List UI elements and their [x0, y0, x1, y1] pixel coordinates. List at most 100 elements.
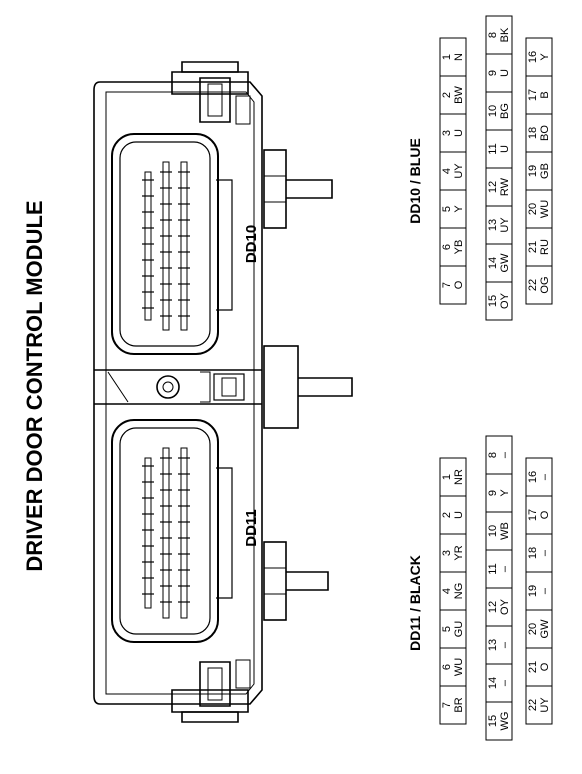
pin-color: Y	[539, 53, 551, 61]
pin-cell	[525, 75, 553, 115]
dd10-pin-marks	[142, 171, 190, 317]
pin-cell	[525, 457, 553, 497]
pin-number: 14	[487, 257, 499, 269]
pin-color: NR	[453, 469, 465, 485]
pin-number: 5	[441, 206, 453, 212]
dd11-pin-14: 14–	[485, 663, 513, 703]
pin-color: RU	[539, 239, 551, 255]
pin-number: 11	[487, 563, 499, 574]
pin-number: 2	[441, 92, 453, 98]
main-title: DRIVER DOOR CONTROL MODULE	[22, 200, 47, 571]
module-drawing	[93, 61, 353, 723]
pin-color: WG	[499, 712, 511, 731]
pin-number: 12	[487, 181, 499, 193]
pin-cell	[439, 647, 467, 687]
mounting-studs	[263, 149, 353, 621]
middle-latch	[94, 369, 262, 405]
pin-number: 4	[441, 168, 453, 174]
pin-number: 3	[441, 130, 453, 136]
dd11-connector	[111, 419, 233, 643]
dd11-pin-11: 11–	[485, 549, 513, 589]
pin-number: 16	[527, 51, 539, 63]
pin-color: U	[453, 129, 465, 137]
pin-number: 13	[487, 639, 499, 651]
pin-number: 10	[487, 105, 499, 117]
pin-color: –	[499, 679, 511, 686]
pin-color: –	[499, 565, 511, 572]
pin-cell	[485, 435, 513, 475]
pin-cell	[485, 281, 513, 321]
pin-number: 17	[527, 89, 539, 101]
pin-color: NG	[453, 583, 465, 600]
pin-color: –	[499, 451, 511, 458]
pin-cell	[485, 205, 513, 245]
pin-color: Y	[499, 489, 511, 497]
pin-number: 3	[441, 550, 453, 556]
pin-number: 21	[527, 661, 539, 673]
pin-cell	[485, 129, 513, 169]
pin-number: 18	[527, 127, 539, 139]
pin-cell	[525, 227, 553, 267]
pin-number: 13	[487, 219, 499, 231]
dd10-title: DD10 / BLUE	[407, 138, 423, 224]
pin-cell	[485, 587, 513, 627]
pin-color: N	[453, 53, 465, 61]
pin-number: 8	[487, 452, 499, 458]
pin-number: 19	[527, 165, 539, 177]
pin-number: 20	[527, 623, 539, 635]
dd11-title: DD11 / BLACK	[407, 555, 423, 651]
pin-cell	[485, 53, 513, 93]
pin-color: OY	[499, 598, 511, 615]
pin-number: 14	[487, 677, 499, 689]
pin-cell	[439, 457, 467, 497]
pin-color: BW	[453, 86, 465, 104]
pin-cell	[525, 685, 553, 725]
dd11-pin-marks	[142, 457, 190, 603]
pin-number: 2	[441, 512, 453, 518]
pin-cell	[525, 113, 553, 153]
pin-cell	[439, 113, 467, 153]
bottom-clip	[171, 659, 251, 723]
pin-color: RW	[499, 177, 511, 196]
pin-number: 1	[441, 54, 453, 60]
dd11-pin-8: 8–	[485, 435, 513, 475]
pin-cell	[485, 625, 513, 665]
pin-cell	[439, 533, 467, 573]
pin-number: 15	[487, 295, 499, 307]
pin-cell	[485, 511, 513, 551]
pin-cell	[485, 701, 513, 741]
pin-cell	[485, 15, 513, 55]
pin-color: U	[499, 145, 511, 153]
pin-color: Y	[453, 205, 465, 213]
pin-number: 6	[441, 244, 453, 250]
pin-number: 7	[441, 282, 453, 288]
dd10-module-label: DD10	[243, 225, 260, 263]
pin-color: WB	[499, 522, 511, 540]
